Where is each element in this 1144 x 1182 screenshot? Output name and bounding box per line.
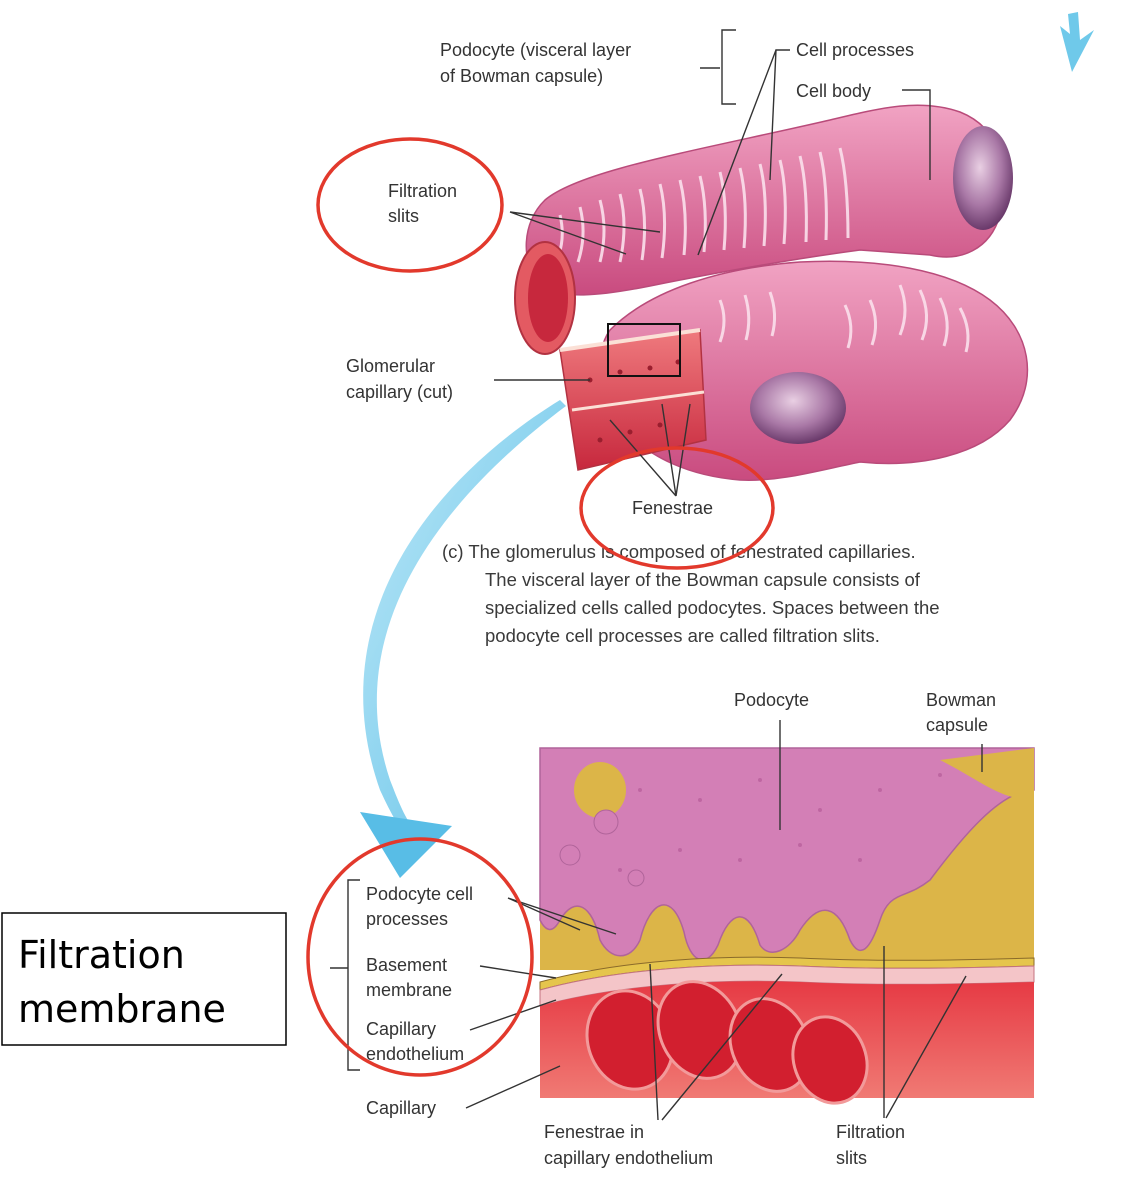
svg-text:of Bowman capsule): of Bowman capsule) bbox=[440, 66, 603, 86]
svg-text:(c) The glomerulus is composed: (c) The glomerulus is composed of fenest… bbox=[442, 541, 916, 562]
zoom-arrow-icon bbox=[360, 400, 566, 878]
label-podocyte-visceral: Podocyte (visceral layer of Bowman capsu… bbox=[440, 40, 631, 86]
label-filtration-slits-bottom: Filtration slits bbox=[836, 1122, 905, 1168]
svg-text:Filtration: Filtration bbox=[388, 181, 457, 201]
figure-caption: (c) The glomerulus is composed of fenest… bbox=[442, 541, 940, 646]
svg-text:slits: slits bbox=[836, 1148, 867, 1168]
label-basement-membrane: Basement membrane bbox=[366, 955, 452, 1000]
label-fenestrae-top: Fenestrae bbox=[632, 498, 713, 518]
label-cell-body: Cell body bbox=[796, 81, 871, 101]
svg-text:Podocyte (visceral layer: Podocyte (visceral layer bbox=[440, 40, 631, 60]
highlight-ring-filtration-membrane bbox=[306, 837, 534, 1077]
svg-text:capsule: capsule bbox=[926, 715, 988, 735]
svg-text:Capillary: Capillary bbox=[366, 1019, 436, 1039]
label-cell-processes: Cell processes bbox=[796, 40, 914, 60]
svg-text:Bowman: Bowman bbox=[926, 690, 996, 710]
label-bowman-capsule: Bowman capsule bbox=[926, 690, 996, 735]
svg-text:endothelium: endothelium bbox=[366, 1044, 464, 1064]
glomerulus-illustration bbox=[514, 104, 1029, 481]
svg-text:Fenestrae in: Fenestrae in bbox=[544, 1122, 644, 1142]
svg-text:membrane: membrane bbox=[366, 980, 452, 1000]
filtration-membrane-callout: Filtration membrane bbox=[1, 912, 287, 1046]
svg-text:membrane: membrane bbox=[18, 987, 226, 1031]
blue-down-arrow-icon bbox=[1060, 12, 1094, 72]
label-fenestrae-endothelium: Fenestrae in capillary endothelium bbox=[544, 1122, 713, 1168]
svg-text:Filtration: Filtration bbox=[18, 933, 185, 977]
svg-text:Filtration: Filtration bbox=[836, 1122, 905, 1142]
label-glomerular-capillary: Glomerular capillary (cut) bbox=[346, 356, 453, 402]
svg-text:processes: processes bbox=[366, 909, 448, 929]
svg-text:specialized cells called podoc: specialized cells called podocytes. Spac… bbox=[485, 597, 940, 618]
label-filtration-slits-top: Filtration slits bbox=[388, 181, 457, 226]
label-capillary: Capillary bbox=[366, 1098, 436, 1118]
svg-text:Podocyte cell: Podocyte cell bbox=[366, 884, 473, 904]
svg-text:Basement: Basement bbox=[366, 955, 447, 975]
highlight-ring-fenestrae bbox=[579, 446, 775, 570]
svg-text:The visceral layer of the Bowm: The visceral layer of the Bowman capsule… bbox=[485, 569, 921, 590]
svg-text:capillary (cut): capillary (cut) bbox=[346, 382, 453, 402]
svg-text:podocyte cell processes are ca: podocyte cell processes are called filtr… bbox=[485, 625, 880, 646]
highlight-ring-filtration-slits bbox=[316, 137, 504, 273]
svg-text:Glomerular: Glomerular bbox=[346, 356, 435, 376]
filtration-membrane-section bbox=[539, 747, 1035, 1105]
svg-text:capillary endothelium: capillary endothelium bbox=[544, 1148, 713, 1168]
label-capillary-endothelium: Capillary endothelium bbox=[366, 1019, 464, 1064]
svg-text:slits: slits bbox=[388, 206, 419, 226]
label-podocyte-cell-processes: Podocyte cell processes bbox=[366, 884, 473, 929]
label-podocyte-bottom: Podocyte bbox=[734, 690, 809, 710]
